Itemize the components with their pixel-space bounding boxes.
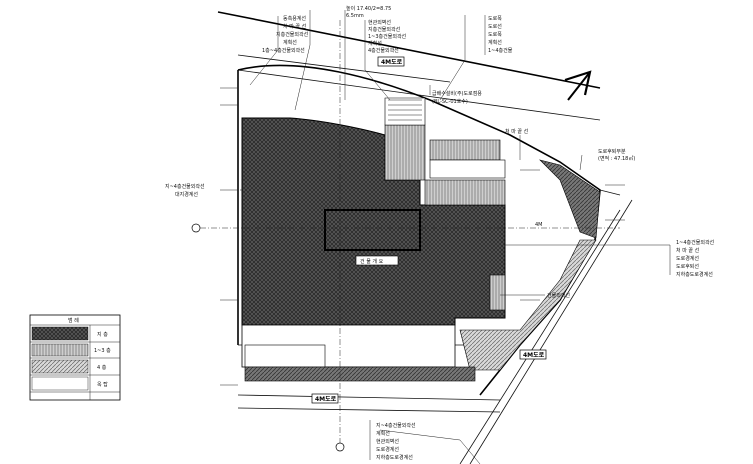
label-tl-3: 계획선 — [283, 39, 297, 46]
label-tm-6: 4층건물외곽선 — [368, 47, 399, 54]
dimension-label: 4M — [535, 222, 543, 228]
building-footprint — [241, 117, 506, 326]
label-tr-4: 1~4층건물 — [488, 47, 513, 54]
legend-row-0: 지 층 — [97, 331, 108, 338]
label-left-1: 대지경계선 — [175, 191, 198, 198]
axis-marker-bottom — [335, 442, 345, 452]
road-widening-sub-label: (면적 : 47.18㎡) — [598, 155, 635, 162]
top-mid-labels: 높이 17.40/2=8.75 6.5mm 현관외벽선 지층건물외곽선 1~3층… — [346, 5, 407, 54]
legend-row-3: 옥 탑 — [97, 381, 108, 388]
bottom-labels: 지~4층건물외곽선 계획선 현관외벽선 도로경계선 지하층도로경계선 — [376, 422, 416, 461]
label-tm-4: 1~3층건물외곽선 — [368, 33, 407, 40]
label-tr-0: 도로폭 — [488, 16, 502, 22]
label-bottom-0: 지~4층건물외곽선 — [376, 422, 416, 429]
legend-swatch-3 — [31, 376, 89, 391]
label-tm-3: 지층건물외곽선 — [368, 26, 401, 33]
left-labels: 지~4층건물외곽선 대지경계선 — [165, 183, 205, 198]
label-tm-1: 6.5mm — [346, 13, 364, 19]
label-right-4: 지하층도로경계선 — [676, 271, 713, 278]
legend-row-2: 4 층 — [97, 364, 107, 371]
label-tl-0: 동측용계선 — [283, 15, 306, 22]
legend: 범 례 지 층 1~3 층 4 층 옥 탑 — [29, 314, 121, 401]
legend-swatch-1 — [31, 343, 89, 357]
label-right-3: 도로후퇴선 — [676, 263, 699, 270]
road-widening-label: 도로후퇴부분 — [598, 148, 626, 155]
eave-label: 처 마 끝 선 — [505, 128, 529, 135]
label-left-0: 지~4층건물외곽선 — [165, 183, 205, 190]
axis-marker-left — [191, 223, 201, 233]
svg-text:건 물 개 요: 건 물 개 요 — [360, 258, 384, 265]
mid-right-label: 건물외곽선 — [547, 292, 570, 299]
center-label: 건 물 개 요 — [355, 255, 399, 266]
top-left-labels: 동측용계선 처 마 끝 선 지층건물외곽선 계획선 1층~4층건물외곽선 — [262, 15, 309, 54]
svg-text:4M도로: 4M도로 — [315, 396, 337, 403]
utility-label: 급배수설비(주)도로점용 — [432, 90, 482, 97]
label-tl-2: 지층건물외곽선 — [276, 31, 309, 38]
legend-swatch-2 — [31, 359, 89, 374]
label-tr-1: 도로선 — [488, 23, 502, 30]
secondary-areas — [384, 97, 506, 311]
svg-text:4M도로: 4M도로 — [381, 59, 403, 66]
label-bottom-1: 계획선 — [376, 430, 390, 437]
label-tm-2: 현관외벽선 — [368, 19, 391, 26]
axis-lines — [191, 20, 620, 452]
label-right-1: 처 마 끝 선 — [676, 247, 700, 254]
legend-swatch-0 — [31, 326, 89, 341]
label-tl-1: 처 마 끝 선 — [283, 23, 307, 30]
dimension-ticks — [220, 87, 625, 386]
road-tag-right: 4M도로 — [519, 349, 547, 360]
right-labels: 1~4층건물외곽선 처 마 끝 선 도로경계선 도로후퇴선 지하층도로경계선 — [676, 239, 715, 278]
right-road-lines — [459, 189, 633, 464]
label-tr-3: 계획선 — [488, 39, 502, 46]
label-tm-0: 높이 17.40/2=8.75 — [346, 5, 391, 12]
label-bottom-4: 지하층도로경계선 — [376, 454, 413, 461]
top-right-labels: 도로폭 도로선 도로폭 계획선 1~4층건물 — [488, 16, 513, 54]
svg-text:4M도로: 4M도로 — [523, 352, 545, 359]
label-right-0: 1~4층건물외곽선 — [676, 239, 715, 246]
bottom-strip — [237, 324, 501, 464]
label-tm-5: 계획선 — [368, 40, 382, 47]
label-tl-4: 1층~4층건물외곽선 — [262, 47, 305, 54]
label-right-2: 도로경계선 — [676, 255, 699, 262]
label-bottom-2: 현관외벽선 — [376, 438, 399, 445]
road-widening-strip — [459, 159, 601, 371]
leader-lines — [240, 10, 671, 460]
road-tag-top: 4M도로 — [377, 56, 405, 67]
utility-sub-label: (BL-SC-01호수) — [432, 99, 468, 105]
road-tag-bottom: 4M도로 — [311, 393, 339, 404]
legend-title: 범 례 — [68, 317, 79, 324]
label-tr-2: 도로폭 — [488, 32, 502, 38]
north-arrow-icon — [564, 70, 592, 101]
legend-row-1: 1~3 층 — [94, 347, 111, 354]
label-bottom-3: 도로경계선 — [376, 446, 399, 453]
